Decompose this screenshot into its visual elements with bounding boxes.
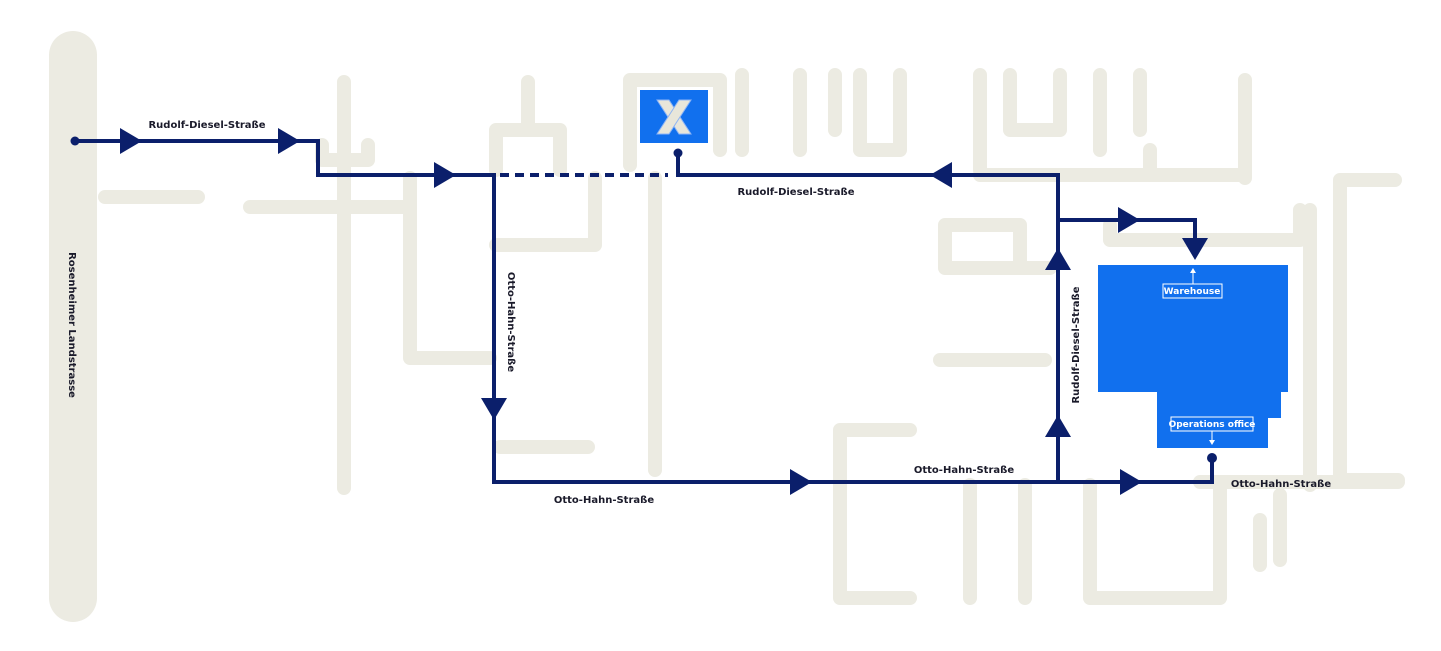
street-label: Rudolf-Diesel-Straße xyxy=(737,187,854,198)
arrow-right-icon xyxy=(278,128,300,154)
arrow-right-icon xyxy=(434,162,456,188)
street-label: Otto-Hahn-Straße xyxy=(505,272,516,372)
street-label: Otto-Hahn-Straße xyxy=(554,495,654,506)
street-label: Rosenheimer Landstrasse xyxy=(66,252,77,398)
arrow-up-icon xyxy=(1045,415,1071,437)
arrow-left-icon xyxy=(930,162,952,188)
operations-office-label: Operations office xyxy=(1169,420,1256,430)
arrow-right-icon xyxy=(1118,207,1140,233)
arrow-right-icon xyxy=(790,469,812,495)
background-roads xyxy=(49,31,1405,622)
arrow-up-icon xyxy=(1045,248,1071,270)
street-labels: Rudolf-Diesel-Straße Rudolf-Diesel-Straß… xyxy=(66,120,1331,506)
arrow-right-icon xyxy=(120,128,142,154)
street-label: Rudolf-Diesel-Straße xyxy=(148,120,265,131)
street-label: Otto-Hahn-Straße xyxy=(914,465,1014,476)
arrow-right-icon xyxy=(1120,469,1142,495)
street-label: Rudolf-Diesel-Straße xyxy=(1071,286,1082,403)
arrow-down-icon xyxy=(481,398,507,420)
start-point xyxy=(70,136,80,146)
route xyxy=(70,128,1217,495)
arrow-down-icon xyxy=(1182,238,1208,260)
street-label: Otto-Hahn-Straße xyxy=(1231,479,1331,490)
company-logo xyxy=(640,90,708,143)
warehouse-building: Warehouse Operations office xyxy=(1098,265,1288,448)
warehouse-label: Warehouse xyxy=(1164,287,1221,297)
operations-entry-point xyxy=(1207,453,1217,463)
office-entry-point xyxy=(673,148,683,158)
